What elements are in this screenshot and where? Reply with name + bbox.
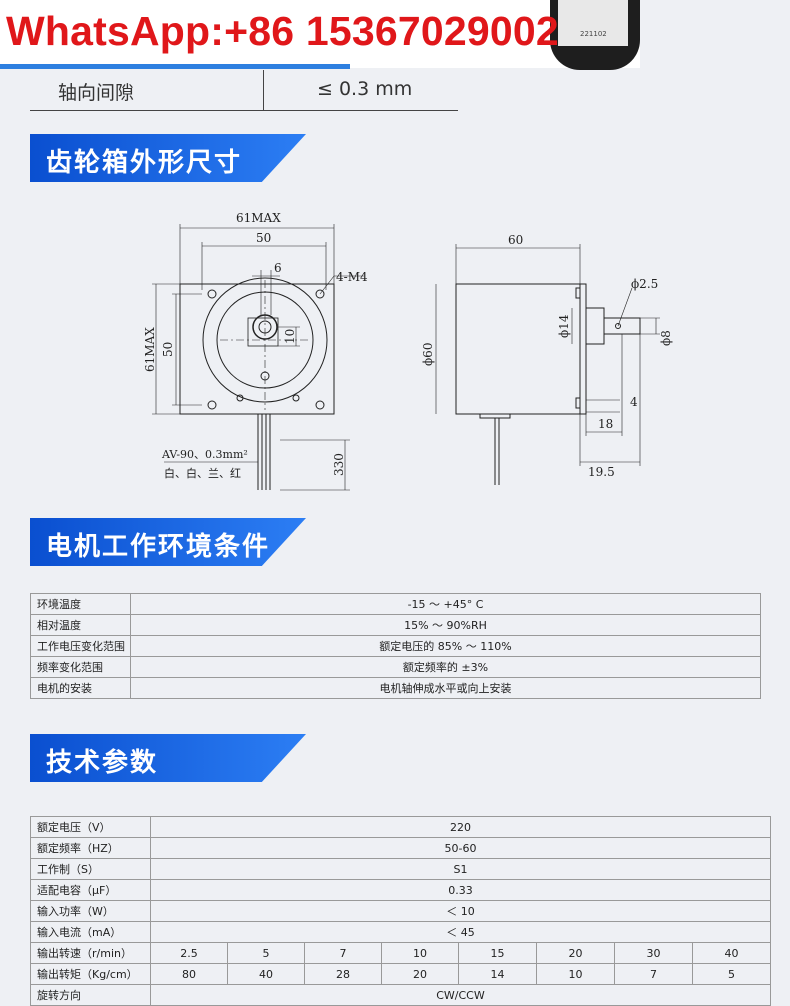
table-row: 工作电压变化范围额定电压的 85% ～ 110% [30,635,761,657]
tech-label: 输入功率（W） [30,900,151,922]
whatsapp-contact: WhatsApp:+86 15367029002 [6,8,559,54]
section-title: 技术参数 [46,748,159,778]
tech-value: 0.33 [150,879,771,901]
product-photo: 221102 [550,0,640,70]
speed-cell: 7 [304,942,382,964]
direction-value: CW/CCW [150,984,771,1006]
dim-6: 6 [274,261,282,275]
table-row: 输入电流（mA）＜ 45 [30,921,771,943]
dim-19-5: 19.5 [588,465,615,479]
section-title: 齿轮箱外形尺寸 [46,148,243,178]
table-row: 工作制（S）S1 [30,858,771,880]
side-view-boss [585,307,605,345]
axial-clearance-value: ≤ 0.3 mm [317,78,413,100]
dim-50-top: 50 [256,231,271,245]
env-label: 相对温度 [30,614,131,636]
accent-underline [0,64,350,69]
torque-cell: 5 [692,963,771,985]
product-label [558,0,628,46]
side-view-body [455,283,581,415]
direction-label: 旋转方向 [30,984,151,1006]
torque-cell: 28 [304,963,382,985]
axial-clearance-label: 轴向间隙 [58,82,135,104]
dim-60: 60 [508,233,523,247]
wire-colors: 白、白、兰、红 [164,466,241,480]
table-row: 额定电压（V）220 [30,816,771,838]
table-row: 环境温度-15 ～ +45° C [30,593,761,615]
tech-value: 220 [150,816,771,838]
tech-value: ＜ 45 [150,921,771,943]
env-value: 电机轴伸成水平或向上安装 [130,677,761,699]
speed-cell: 30 [614,942,693,964]
speed-label: 输出转速（r/min） [30,942,151,964]
tech-value: ＜ 10 [150,900,771,922]
speed-cell: 40 [692,942,771,964]
axial-clearance-row: 轴向间隙 ≤ 0.3 mm [30,70,458,111]
table-row: 频率变化范围额定频率的 ±3% [30,656,761,678]
dim-18: 18 [598,417,613,431]
speed-cell: 2.5 [150,942,228,964]
table-row: 额定频率（HZ）50-60 [30,837,771,859]
tech-value: 50-60 [150,837,771,859]
wire-spec: AV-90、0.3mm² [161,448,248,461]
torque-cell: 14 [458,963,537,985]
gearbox-dimension-drawing: 61MAX 50 6 4-M4 61MAX 50 10 330 AV-90、0.… [143,211,673,491]
section-header-environment: 电机工作环境条件 [30,518,306,566]
tech-label: 适配电容（μF） [30,879,151,901]
dim-4: 4 [630,395,638,409]
section-header-gearbox: 齿轮箱外形尺寸 [30,134,306,182]
tech-label: 工作制（S） [30,858,151,880]
env-value: 额定频率的 ±3% [130,656,761,678]
table-row: 输入功率（W）＜ 10 [30,900,771,922]
torque-cell: 20 [381,963,459,985]
dim-50-side: 50 [161,342,175,357]
dim-61max-side: 61MAX [143,327,157,372]
speed-cell: 20 [536,942,615,964]
torque-cell: 80 [150,963,228,985]
env-value: 15% ～ 90%RH [130,614,761,636]
env-label: 工作电压变化范围 [30,635,131,657]
dim-330: 330 [332,453,346,476]
side-view-shaft [603,317,641,335]
env-label: 环境温度 [30,593,131,615]
torque-cell: 40 [227,963,305,985]
env-label: 频率变化范围 [30,656,131,678]
dim-61max: 61MAX [236,211,281,225]
env-value: 额定电压的 85% ～ 110% [130,635,761,657]
speed-cell: 10 [381,942,459,964]
front-view-circle [202,277,328,403]
table-row: 适配电容（μF）0.33 [30,879,771,901]
front-view-outline [179,283,335,415]
dim-phi2-5: ϕ2.5 [631,277,658,291]
speed-cell: 15 [458,942,537,964]
section-header-tech: 技术参数 [30,734,306,782]
dim-10: 10 [283,329,297,344]
env-value: -15 ～ +45° C [130,593,761,615]
dim-phi8: ϕ8 [659,330,673,346]
dim-phi14: ϕ14 [557,314,571,338]
section-title: 电机工作环境条件 [46,532,271,562]
row-divider [263,70,264,110]
tech-label: 输入电流（mA） [30,921,151,943]
dim-phi60: ϕ60 [421,343,435,366]
watermark-banner [0,0,640,68]
tech-label: 额定电压（V） [30,816,151,838]
torque-label: 输出转矩（Kg/cm） [30,963,151,985]
torque-cell: 10 [536,963,615,985]
tech-value: S1 [150,858,771,880]
dim-4-m4: 4-M4 [336,270,368,284]
product-code: 221102 [580,30,607,38]
env-label: 电机的安装 [30,677,131,699]
torque-cell: 7 [614,963,693,985]
tech-label: 额定频率（HZ） [30,837,151,859]
speed-cell: 5 [227,942,305,964]
table-row: 电机的安装电机轴伸成水平或向上安装 [30,677,761,699]
